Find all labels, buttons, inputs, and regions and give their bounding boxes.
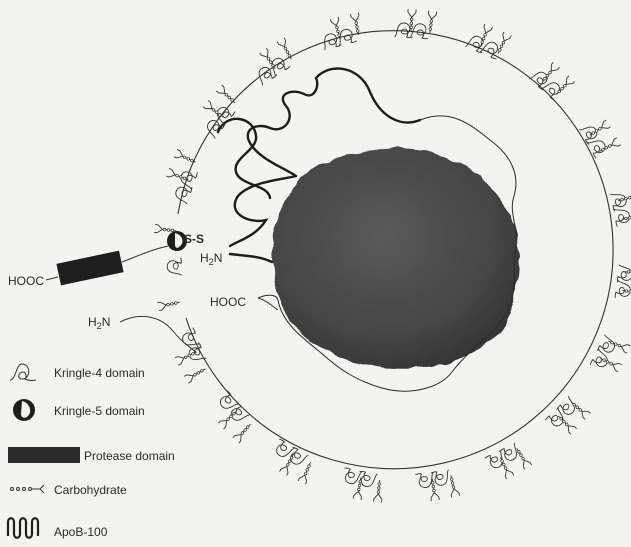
carbohydrate-chain: [588, 120, 611, 139]
hooc-inner-tail: [258, 298, 278, 310]
carbohydrate-chain: [555, 413, 576, 434]
kringle-4-loop: [556, 396, 579, 419]
legend-kringle4-icon: [10, 364, 36, 381]
carbohydrate-chain: [494, 32, 511, 55]
kringle-4-loop: [541, 78, 564, 101]
carbohydrate-chain: [569, 399, 591, 419]
disulfide-label: S-S: [184, 232, 204, 246]
legend-protease-label: Protease domain: [84, 449, 175, 463]
kringle-4-loop: [579, 122, 601, 145]
hooc-protease-label: HOOC: [8, 274, 44, 288]
kringle-4-loop: [485, 450, 507, 471]
hooc-apob-label: HOOC: [210, 295, 246, 309]
carbohydrate-chain: [374, 480, 384, 503]
kringle-4-loop: [227, 402, 250, 425]
carbohydrate-chain: [447, 474, 460, 497]
legend-carbohydrate-icon: [11, 485, 45, 493]
carbohydrate-chain: [351, 13, 363, 36]
kringle-4-loop: [395, 23, 413, 38]
carbohydrate-chain: [353, 477, 365, 500]
kringle-4-loop: [341, 468, 362, 486]
carbohydrate-chain: [407, 9, 416, 31]
carbohydrate-chain: [233, 421, 254, 443]
kringle-4-loop: [545, 407, 568, 430]
apob-100-loop: [218, 119, 270, 198]
legend-apob-label: ApoB-100: [54, 525, 108, 539]
carbohydrate-chain: [428, 478, 439, 501]
legend-apob-icon: [8, 518, 38, 538]
kringle-4-loop: [167, 257, 182, 276]
legend-kringle5-label: Kringle-5 domain: [54, 404, 145, 418]
carbohydrate-chain: [298, 461, 314, 484]
carbohydrate-chain: [477, 24, 492, 47]
carbohydrate-chain: [184, 365, 207, 383]
carbohydrate-chain: [203, 100, 225, 120]
legend-kringle5-icon: [13, 399, 35, 421]
protease-hooc-tail: [46, 277, 58, 280]
carbohydrate-chain: [426, 11, 437, 34]
kringle-4-loop: [614, 206, 631, 226]
carbohydrate-chain: [617, 191, 631, 204]
legend-kringle4-label: Kringle-4 domain: [54, 366, 145, 380]
carbohydrate-chain: [277, 38, 295, 61]
legend-protease-icon: [8, 447, 80, 463]
legend: Kringle-4 domain Kringle-5 domain Protea…: [8, 364, 175, 539]
kringle-4-loop: [216, 390, 239, 413]
carbohydrate-chain: [157, 298, 180, 310]
kringle-4-loop: [597, 334, 617, 356]
h2n-apoa-label: H2N: [88, 315, 110, 331]
carbohydrate-chain: [539, 62, 559, 84]
kringle-4-loop: [610, 190, 628, 211]
kringle-4-loop: [617, 265, 631, 284]
kringle5-protease-linker: [122, 246, 168, 262]
legend-carbohydrate-label: Carbohydrate: [54, 483, 127, 497]
carbohydrate-chain: [216, 85, 238, 106]
h2n-apob-label: H2N: [200, 251, 222, 267]
carbohydrate-chain: [554, 76, 575, 97]
kringle-4-loop: [174, 183, 193, 204]
kringle-4-loop: [186, 342, 207, 364]
ldl-particle: [273, 148, 520, 369]
kringle-4-loop: [431, 469, 451, 486]
kringle-4-loop: [410, 23, 429, 39]
carbohydrate-chain: [218, 408, 239, 429]
protease-domain: [56, 251, 123, 286]
carbohydrate-chain: [621, 212, 631, 223]
carbohydrate-chain: [599, 355, 622, 372]
apob-100-h2n-tail: [230, 254, 272, 262]
carbohydrate-chain: [174, 149, 197, 165]
